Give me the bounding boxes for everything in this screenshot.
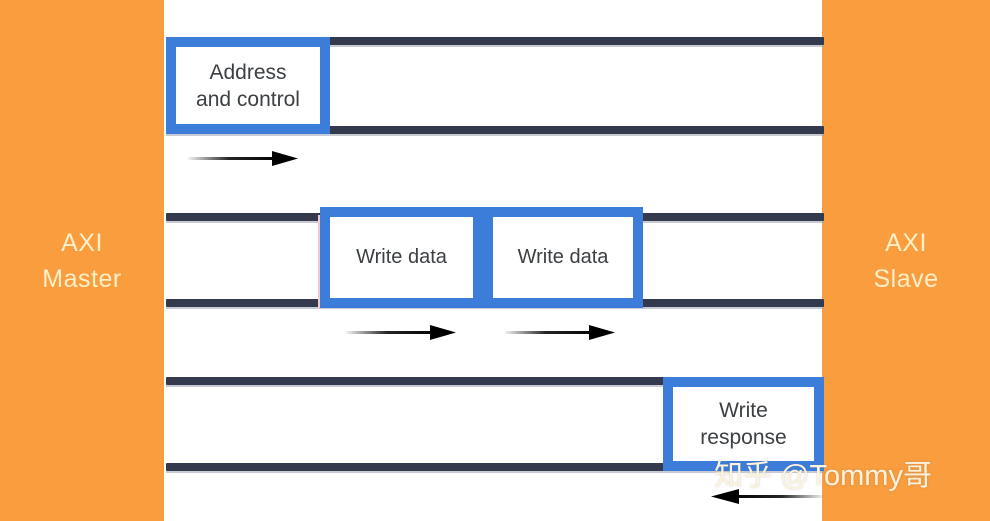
axi-master-panel: AXI Master xyxy=(0,0,164,521)
write-address-rail-top-shadow xyxy=(166,45,824,47)
write-data-arrow-2 xyxy=(505,325,615,340)
axi-slave-panel: AXI Slave xyxy=(822,0,990,521)
write-data-box-1[interactable]: Write data xyxy=(320,207,483,308)
write-response-rail-top xyxy=(166,377,824,385)
write-address-rail-bottom xyxy=(166,126,824,134)
write-response-rail-top-shadow xyxy=(166,385,824,387)
write-data-rail-bottom-shadow xyxy=(166,307,824,309)
address-and-control-box[interactable]: Address and control xyxy=(166,37,330,134)
write-address-rail-top xyxy=(166,37,824,45)
write-address-rail-bottom-shadow xyxy=(166,134,824,136)
write-response-label: Write response xyxy=(700,399,787,449)
write-response-rail-bottom-shadow xyxy=(166,471,824,473)
address-arrow xyxy=(188,151,298,166)
write-data-label-2: Write data xyxy=(517,246,609,268)
write-response-arrow xyxy=(711,489,823,504)
write-response-rail-bottom xyxy=(166,463,824,471)
write-response-box[interactable]: Write response xyxy=(663,377,824,471)
axi-slave-label: AXI Slave xyxy=(873,228,939,293)
axi-master-label: AXI Master xyxy=(42,228,122,293)
write-data-box-2[interactable]: Write data xyxy=(483,207,643,308)
write-data-arrow-1 xyxy=(346,325,456,340)
write-data-seam xyxy=(318,215,320,309)
write-data-label-1: Write data xyxy=(356,246,447,268)
address-and-control-label: Address and control xyxy=(196,60,300,111)
